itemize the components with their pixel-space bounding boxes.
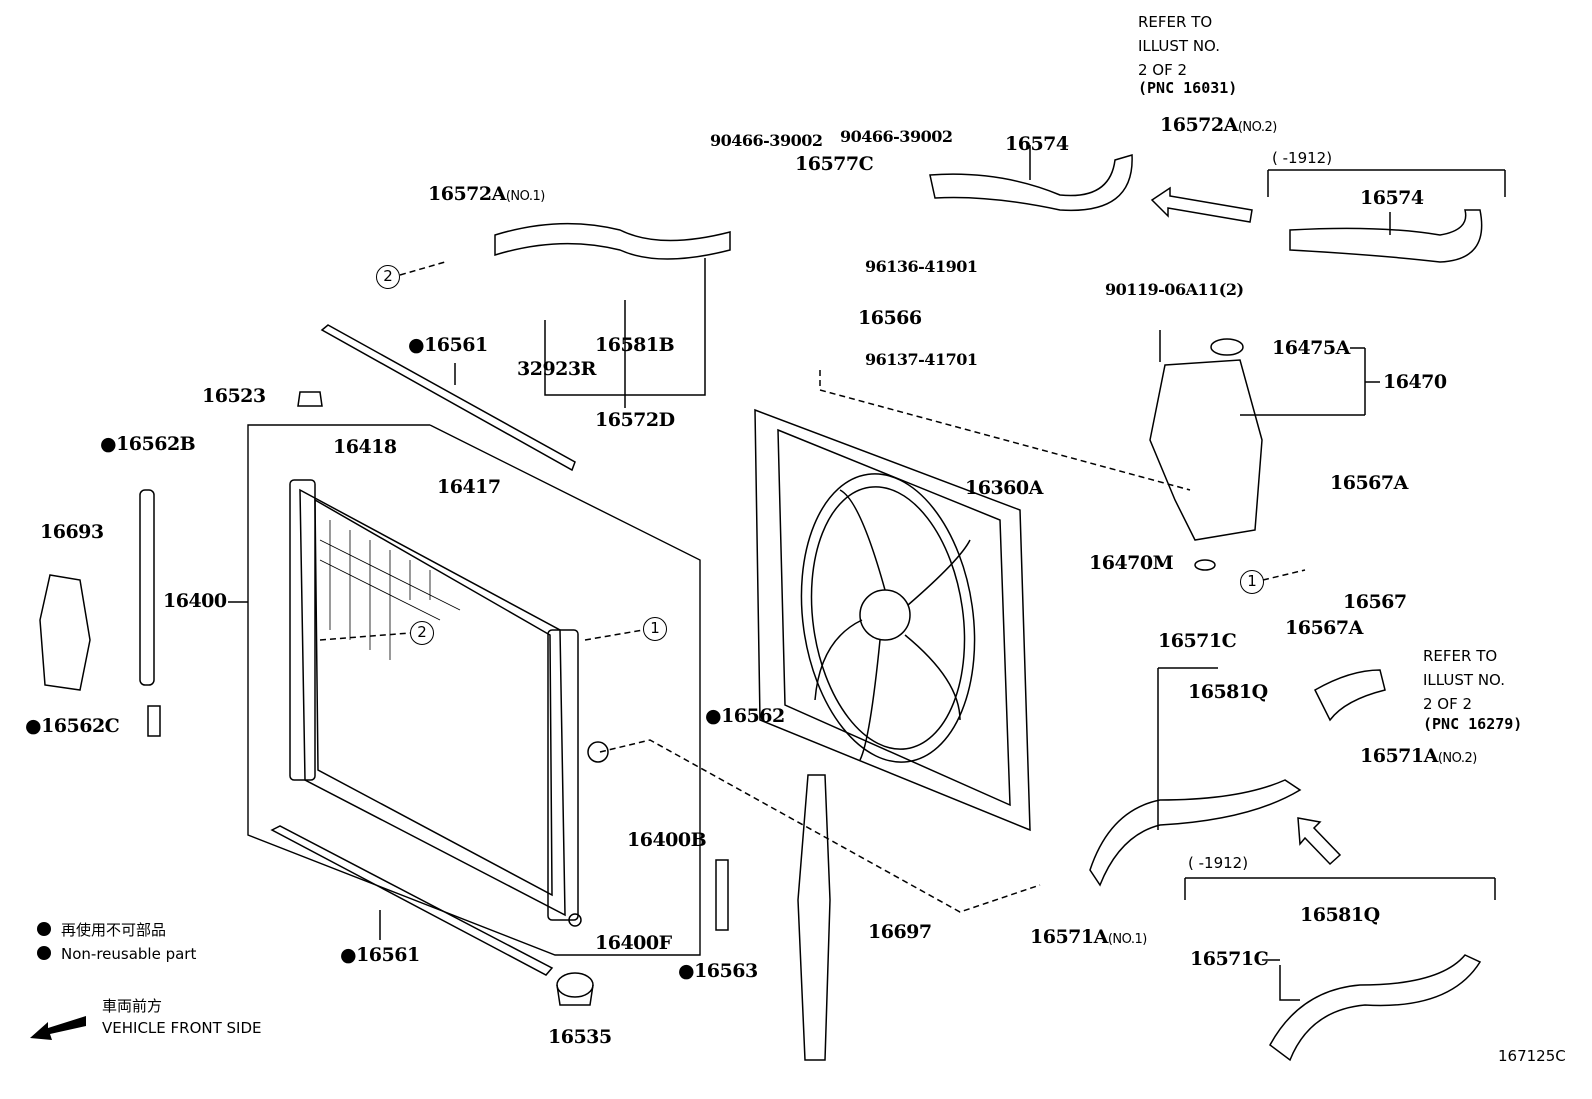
part-16572A-no2[interactable]: 16572A(NO.2)	[1160, 114, 1277, 139]
callout-2: 2	[376, 265, 400, 289]
part-16567[interactable]: 16567	[1343, 591, 1407, 613]
part-16693[interactable]: 16693	[40, 521, 104, 543]
part-16574[interactable]: 16574	[1360, 187, 1424, 209]
part-qualifier: (NO.2)	[1237, 120, 1277, 135]
part-16572A-no1[interactable]: 16572A(NO.1)	[428, 183, 545, 208]
part-16572D[interactable]: 16572D	[595, 409, 675, 431]
refer-note-16279: REFER TO ILLUST NO. 2 OF 2 (PNC 16279)	[1423, 644, 1522, 736]
part-16400B[interactable]: 16400B	[627, 829, 707, 851]
part-16574[interactable]: 16574	[1005, 133, 1069, 155]
part-16562[interactable]: ●16562	[705, 705, 785, 727]
bullet-icon	[37, 946, 51, 960]
callout-2: 2	[410, 621, 434, 645]
part-qualifier: (NO.1)	[1107, 932, 1147, 947]
legend-en: Non-reusable part	[61, 945, 197, 963]
refer-line: (PNC 16031)	[1138, 79, 1238, 97]
date-range-label: ( -1912)	[1272, 149, 1333, 167]
part-16571C[interactable]: 16571C	[1190, 948, 1269, 970]
diagram-code: 167125C	[1498, 1047, 1566, 1065]
part-16475A[interactable]: 16475A	[1272, 337, 1350, 359]
part-16561[interactable]: ●16561	[408, 334, 488, 356]
hose-16571C-alt-icon	[1269, 954, 1482, 1062]
fan-guide-16697-icon	[797, 774, 831, 1061]
refer-line: REFER TO	[1423, 647, 1498, 665]
part-16418[interactable]: 16418	[333, 436, 397, 458]
fan-shroud-icon	[754, 408, 1031, 832]
refer-note-16031: REFER TO ILLUST NO. 2 OF 2 (PNC 16031)	[1138, 10, 1237, 100]
part-16563[interactable]: ●16563	[678, 960, 758, 982]
front-en: VEHICLE FRONT SIDE	[102, 1019, 262, 1037]
part-number: 16572A	[428, 183, 506, 205]
radiator-icon	[289, 479, 609, 927]
part-16470[interactable]: 16470	[1383, 371, 1447, 393]
part-16523[interactable]: 16523	[202, 385, 266, 407]
callout-1: 1	[643, 617, 667, 641]
part-qualifier: (NO.2)	[1437, 751, 1477, 766]
callout-1: 1	[1240, 570, 1264, 594]
seal-16562C-icon	[147, 705, 161, 737]
part-16581Q[interactable]: 16581Q	[1300, 904, 1380, 926]
vehicle-front-label: 車両前方 VEHICLE FRONT SIDE	[102, 995, 262, 1039]
arrow-outline-icon	[1150, 186, 1253, 223]
hose-16572-upper-icon	[494, 222, 731, 260]
legend-jp: 再使用不可部品	[61, 921, 167, 939]
part-16577C[interactable]: 16577C	[795, 153, 874, 175]
date-range-label: ( -1912)	[1188, 854, 1249, 872]
part-96136-41901[interactable]: 96136-41901	[865, 257, 978, 276]
part-96137-41701[interactable]: 96137-41701	[865, 350, 978, 369]
grommet-16523-icon	[297, 391, 323, 407]
part-16581Q[interactable]: 16581Q	[1188, 681, 1268, 703]
seal-16561-top-icon	[320, 324, 576, 472]
pipe-16279-icon	[1314, 669, 1386, 722]
part-16400F[interactable]: 16400F	[595, 932, 672, 954]
bracket-16693-icon	[39, 574, 91, 691]
legend-non-reusable: 再使用不可部品 Non-reusable part	[37, 918, 196, 966]
part-16697[interactable]: 16697	[868, 921, 932, 943]
part-16417[interactable]: 16417	[437, 476, 501, 498]
part-number: 16572A	[1160, 114, 1238, 136]
part-32923R[interactable]: 32923R	[517, 358, 596, 380]
part-90466-39002[interactable]: 90466-39002	[710, 131, 823, 150]
radiator-group-bracket	[247, 424, 701, 956]
part-16535[interactable]: 16535	[548, 1026, 612, 1048]
part-16562B[interactable]: ●16562B	[100, 433, 196, 455]
front-jp: 車両前方	[102, 997, 163, 1015]
hose-16574-alt-icon	[1289, 209, 1483, 263]
reservoir-tank-icon	[1149, 330, 1263, 571]
refer-line: ILLUST NO.	[1423, 671, 1506, 689]
part-16561[interactable]: ●16561	[340, 944, 420, 966]
part-16360A[interactable]: 16360A	[965, 477, 1043, 499]
hose-16574-icon	[929, 154, 1133, 212]
part-number: 16571A	[1030, 926, 1108, 948]
part-16571C[interactable]: 16571C	[1158, 630, 1237, 652]
part-16566[interactable]: 16566	[858, 307, 922, 329]
part-16581B[interactable]: 16581B	[595, 334, 675, 356]
refer-line: REFER TO	[1138, 13, 1213, 31]
part-16562C[interactable]: ●16562C	[25, 715, 120, 737]
part-16400[interactable]: 16400	[163, 590, 227, 612]
part-16567A[interactable]: 16567A	[1330, 472, 1408, 494]
part-qualifier: (NO.1)	[505, 189, 545, 204]
refer-line: (PNC 16279)	[1423, 715, 1523, 733]
seal-16563-icon	[715, 859, 729, 931]
part-16571A-no1[interactable]: 16571A(NO.1)	[1030, 926, 1147, 951]
front-arrow-icon	[30, 1016, 86, 1040]
part-number: 16571A	[1360, 745, 1438, 767]
hose-16571C-icon	[1089, 779, 1302, 887]
bullet-icon	[37, 922, 51, 936]
part-90466-39002[interactable]: 90466-39002	[840, 127, 953, 146]
refer-line: 2 OF 2	[1423, 695, 1473, 713]
seal-16561-bottom-icon	[270, 825, 554, 976]
part-16470M[interactable]: 16470M	[1089, 552, 1174, 574]
refer-line: 2 OF 2	[1138, 61, 1188, 79]
seal-16562B-icon	[139, 489, 155, 686]
part-16567A[interactable]: 16567A	[1285, 617, 1363, 639]
arrow-outline-2-icon	[1297, 817, 1342, 866]
refer-line: ILLUST NO.	[1138, 37, 1221, 55]
part-16571A-no2[interactable]: 16571A(NO.2)	[1360, 745, 1477, 770]
cushion-16535-icon	[556, 972, 594, 998]
part-90119-06A11[interactable]: 90119-06A11(2)	[1105, 280, 1244, 299]
